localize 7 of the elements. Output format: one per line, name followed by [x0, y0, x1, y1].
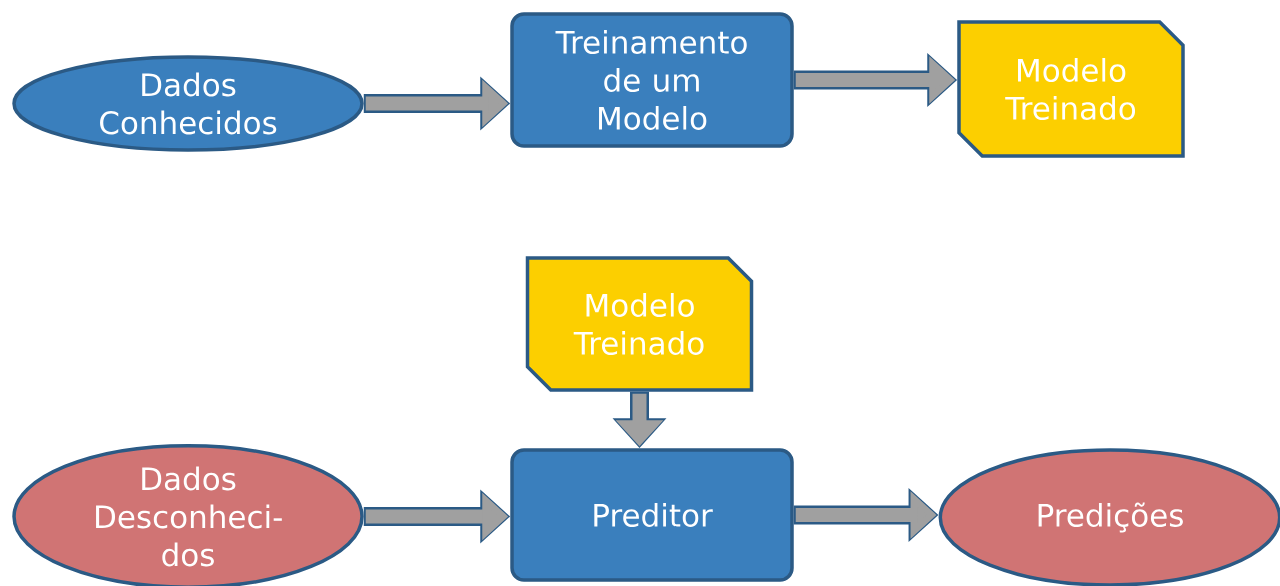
ellipse-node: Dados Desconheci- dos — [12, 444, 364, 586]
process-box: Preditor — [510, 448, 794, 582]
ellipse-node: Predições — [938, 448, 1280, 586]
ellipse-node: Dados Conhecidos — [12, 55, 364, 152]
document-box: Modelo Treinado — [525, 256, 754, 392]
document-box: Modelo Treinado — [957, 20, 1185, 158]
process-box: Treinamento de um Modelo — [510, 12, 794, 148]
